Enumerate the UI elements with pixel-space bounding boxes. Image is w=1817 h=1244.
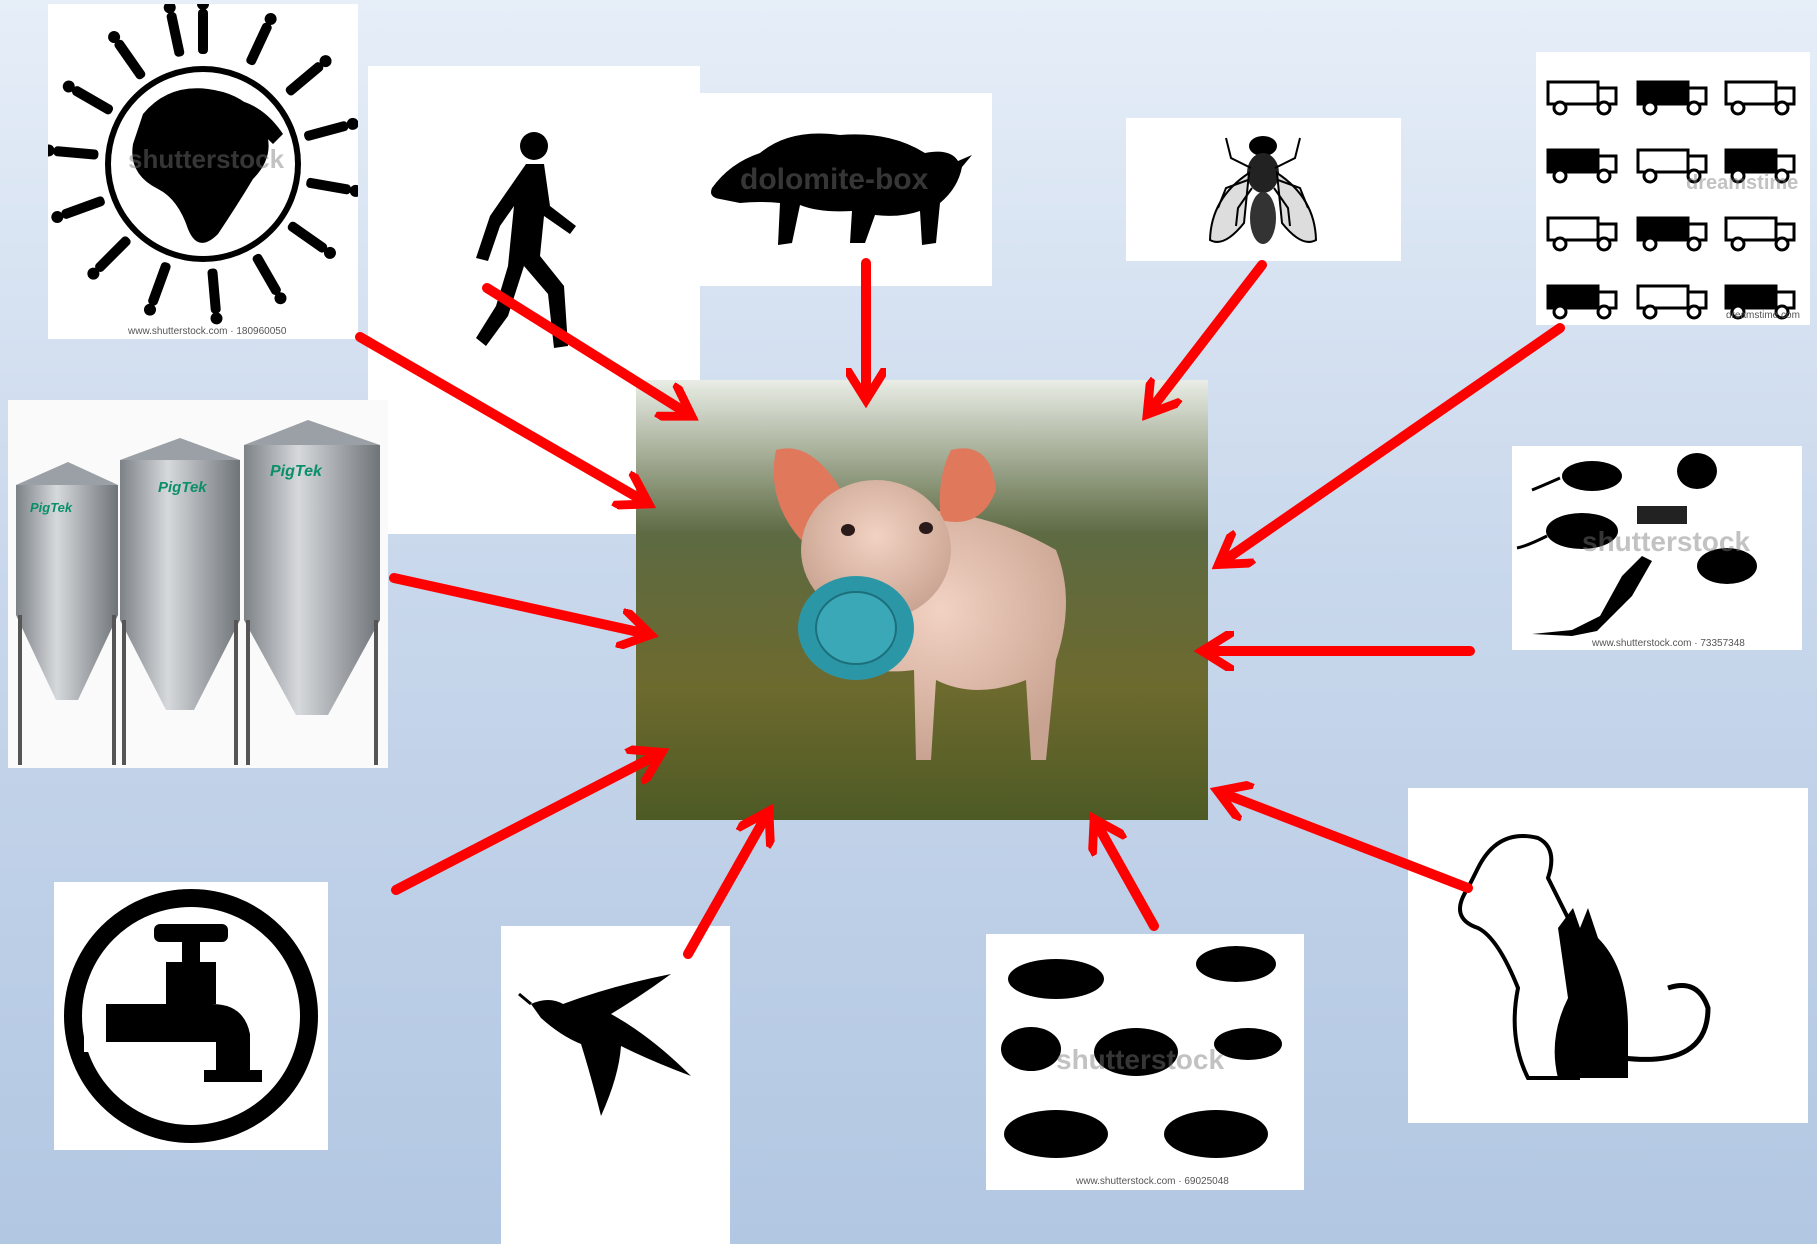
feed-silos-icon: PigTek PigTek PigTek [8,400,388,768]
pig-with-mask-photo [636,380,1208,820]
water-tap-card [54,882,328,1150]
arrow-trucks [1225,328,1560,560]
arrow-pigs [1098,826,1154,926]
truck-icon [1548,286,1616,318]
dog-cat-icon [1408,788,1808,1123]
truck-icon [1726,218,1794,250]
truck-icon [1548,150,1616,182]
pigs-caption: www.shutterstock.com · 69025048 [1076,1176,1229,1187]
wild-boar-card: dolomite-box [700,93,992,286]
arrow-tap [396,756,655,890]
arrow-silos [394,578,643,633]
truck-icon [1548,218,1616,250]
bird-card [501,926,730,1244]
truck-icon [1638,218,1706,250]
fly-card [1126,118,1401,261]
globe-caption: www.shutterstock.com · 180960050 [128,326,286,337]
dog-cat-card [1408,788,1808,1123]
truck-icon [1638,82,1706,114]
rodents-card: shutterstock www.shutterstock.com · 7335… [1512,446,1802,650]
rodents-icon [1512,446,1802,650]
silo-label-2: PigTek [158,479,207,496]
feed-silos-card: PigTek PigTek PigTek [8,400,388,768]
trucks-icon [1536,52,1810,325]
trucks-caption: dreamstime.com [1726,310,1800,321]
wild-boar-icon [700,93,992,286]
truck-icon [1638,286,1706,318]
people-globe-card: shutterstock www.shutterstock.com · 1809… [48,4,358,339]
pigs-card: shutterstock www.shutterstock.com · 6902… [986,934,1304,1190]
people-globe-icon [48,4,358,339]
truck-icon [1726,82,1794,114]
rodents-caption: www.shutterstock.com · 73357348 [1592,638,1745,649]
pigs-icon [986,934,1304,1190]
trucks-card: dreamstime dreamstime.com [1536,52,1810,325]
truck-icon [1726,150,1794,182]
silo-label-1: PigTek [30,500,73,515]
silo-label-3: PigTek [270,463,323,480]
truck-icon [1548,82,1616,114]
water-tap-icon [54,882,328,1150]
bird-icon [501,926,730,1244]
pig-with-mask-icon [636,380,1208,820]
truck-icon [1638,150,1706,182]
fly-icon [1126,118,1401,261]
